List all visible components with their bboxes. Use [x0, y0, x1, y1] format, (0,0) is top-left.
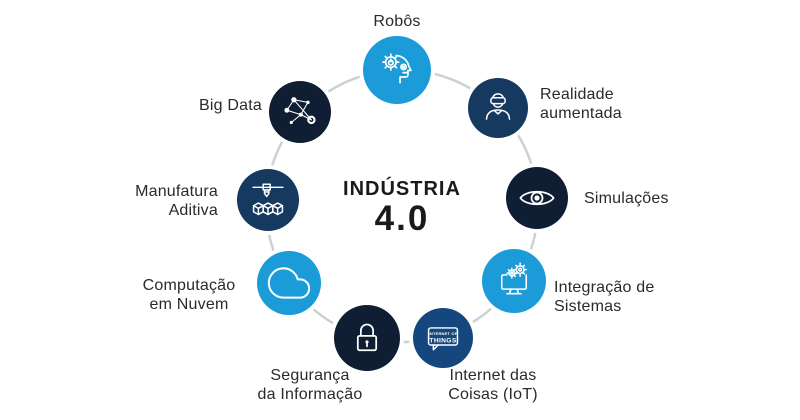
- label-line2: aumentada: [540, 105, 622, 122]
- iot-badge-line1: INTERNET OF: [429, 331, 458, 336]
- label-line1: Realidade: [540, 86, 614, 103]
- padlock-icon: [356, 323, 378, 352]
- monitor-gears-icon: [500, 262, 528, 295]
- label-text: Simulações: [584, 190, 669, 207]
- label-line1: Integração de: [554, 279, 655, 296]
- label-seguranca-informacao: Segurança da Informação: [246, 366, 374, 404]
- node-integracao-sistemas: [482, 249, 546, 313]
- label-internet-das-coisas: Internet das Coisas (IoT): [432, 366, 554, 404]
- iot-badge-line2: THINGS: [429, 337, 456, 344]
- label-manufatura-aditiva: Manufatura Aditiva: [118, 182, 218, 220]
- node-seguranca-informacao: [334, 305, 400, 371]
- node-simulacoes: [506, 167, 568, 229]
- label-line2: Sistemas: [554, 298, 622, 315]
- label-realidade-aumentada: Realidade aumentada: [540, 85, 622, 123]
- label-text: Robôs: [373, 13, 421, 30]
- label-big-data: Big Data: [162, 96, 262, 115]
- label-line1: Computação: [142, 277, 236, 294]
- label-text: Big Data: [199, 97, 262, 114]
- label-robos: Robôs: [347, 12, 447, 31]
- title-line1: INDÚSTRIA: [343, 178, 461, 200]
- label-line2: da Informação: [257, 386, 363, 403]
- node-big-data: [269, 81, 331, 143]
- label-line2: em Nuvem: [149, 296, 229, 313]
- iot-speech-bubble-icon: INTERNET OF THINGS: [427, 327, 459, 351]
- network-nodes-icon: [284, 97, 316, 125]
- label-integracao-sistemas: Integração de Sistemas: [554, 278, 654, 316]
- label-line1: Segurança: [270, 367, 350, 384]
- printer-3d-icon: [252, 183, 284, 216]
- node-manufatura-aditiva: [237, 169, 299, 231]
- robot-head-icon: [382, 53, 412, 84]
- label-line2: Aditiva: [168, 202, 218, 219]
- label-line2: Coisas (IoT): [448, 386, 538, 403]
- label-line1: Internet das: [449, 367, 537, 384]
- label-computacao-nuvem: Computação em Nuvem: [128, 276, 250, 314]
- eye-icon: [519, 190, 555, 206]
- node-computacao-nuvem: [257, 251, 321, 315]
- node-robos: [363, 36, 431, 104]
- node-realidade-aumentada: [468, 78, 528, 138]
- label-line1: Manufatura: [135, 183, 218, 200]
- label-simulacoes: Simulações: [584, 189, 669, 208]
- title-line2: 4.0: [374, 199, 430, 238]
- page-title: INDÚSTRIA 4.0: [302, 177, 502, 236]
- node-internet-das-coisas: INTERNET OF THINGS: [413, 308, 473, 368]
- cloud-icon: [267, 267, 311, 299]
- vr-person-icon: [485, 93, 511, 120]
